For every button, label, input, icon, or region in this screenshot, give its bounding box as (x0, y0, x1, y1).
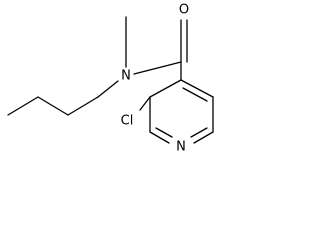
ring-inner-bond-c5-c6 (190, 127, 208, 138)
ring-bond-c3-c4 (180, 79, 214, 98)
ring-inner-bond-c2-n1 (155, 127, 173, 138)
bond-butyl-1 (7, 96, 39, 116)
bond-butyl-2 (37, 96, 69, 116)
amide-nitrogen-label: N (121, 69, 131, 84)
ring-nitrogen-label: N (176, 140, 186, 155)
bond-butyl-3 (67, 96, 99, 116)
bond-c2-chlorine (139, 96, 151, 111)
oxygen-label: O (179, 3, 189, 18)
bond-n-carbonyl (133, 61, 182, 75)
ring-bond-c5-c6 (193, 131, 214, 144)
bond-butyl-to-nitrogen (97, 80, 119, 98)
ring-bond-n1-c2 (149, 131, 170, 144)
ring-inner-bond-c3-c4 (182, 87, 208, 102)
ring-bond-c2-c3 (149, 79, 182, 98)
chlorine-label: Cl (121, 114, 134, 129)
molecule-drawing: O N Cl N (7, 3, 214, 155)
structure-canvas: O N Cl N (0, 0, 246, 155)
